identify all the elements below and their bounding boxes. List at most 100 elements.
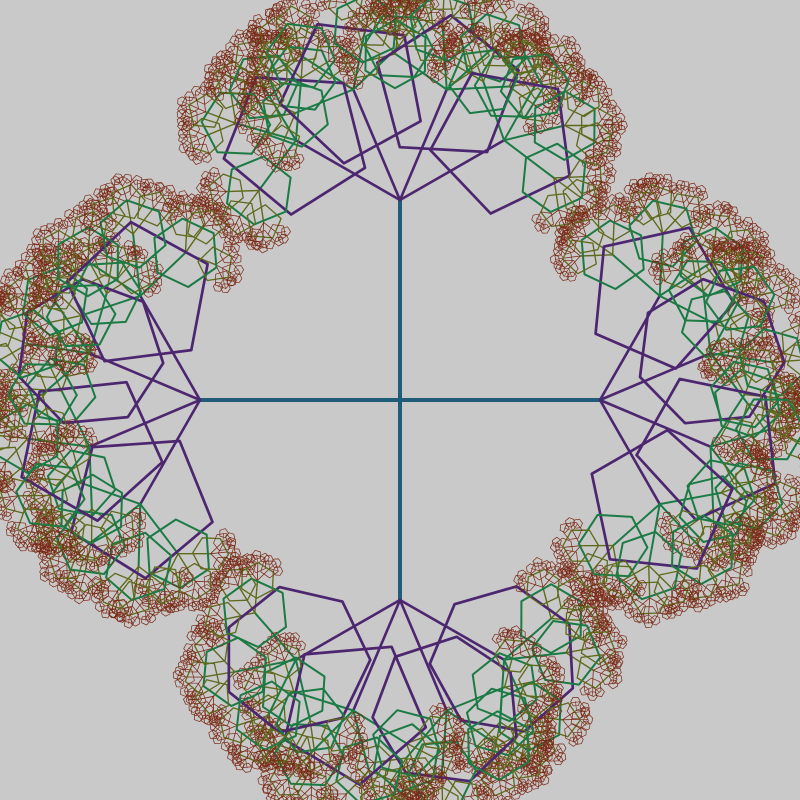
branch-segment (79, 589, 87, 597)
polygon-node (522, 63, 557, 99)
polygon-node (437, 49, 473, 84)
polygon-node (678, 602, 689, 613)
polygon-node (26, 243, 37, 254)
polygon-node (618, 201, 637, 219)
polygon-node (115, 580, 150, 617)
polygon-node (92, 238, 111, 257)
polygon-node (426, 786, 459, 800)
polygon-node (342, 25, 353, 36)
polygon-node (476, 735, 512, 770)
polygon-node (192, 537, 230, 571)
polygon-node (315, 0, 326, 8)
polygon-node (606, 99, 617, 110)
polygon-node (539, 15, 550, 26)
branch-segment (566, 40, 572, 50)
polygon-node (32, 407, 69, 444)
polygon-node (0, 397, 23, 434)
polygon-node (273, 236, 284, 247)
polygon-node (689, 218, 700, 229)
polygon-node (251, 549, 261, 560)
polygon-node (239, 728, 274, 764)
polygon-node (655, 596, 674, 615)
polygon-node (477, 25, 488, 36)
branch-segment (189, 142, 191, 153)
polygon-node (661, 609, 672, 620)
polygon-node (626, 201, 637, 212)
polygon-node (747, 553, 758, 564)
branch-segment (643, 206, 664, 235)
polygon-node (518, 781, 529, 792)
polygon-node (94, 601, 105, 612)
branch-segment (648, 564, 651, 599)
polygon-node (595, 198, 607, 208)
polygon-node (555, 64, 566, 75)
polygon-node (218, 64, 229, 75)
polygon-node (332, 755, 343, 766)
polygon-node (624, 577, 643, 596)
polygon-node (210, 583, 220, 594)
polygon-node (197, 615, 217, 635)
polygon-node (795, 397, 800, 408)
polygon-node (338, 65, 349, 76)
polygon-node (32, 478, 69, 513)
polygon-node (530, 702, 542, 713)
polygon-node (656, 518, 667, 528)
polygon-node (449, 0, 484, 21)
polygon-node (126, 542, 137, 552)
polygon-node (176, 116, 187, 126)
polygon-node (543, 696, 554, 707)
polygon-node (70, 550, 81, 561)
polygon-node (242, 553, 252, 564)
polygon-node (254, 53, 289, 89)
polygon-node (598, 103, 618, 122)
polygon-node (24, 344, 35, 355)
polygon-node (31, 430, 50, 449)
polygon-node (553, 755, 564, 766)
polygon-node (547, 719, 557, 730)
branch-segment (398, 598, 449, 712)
polygon-node (510, 32, 528, 51)
polygon-node (501, 39, 539, 75)
polygon-node (514, 46, 525, 57)
branch-segment (771, 518, 774, 537)
branch-segment (267, 658, 297, 717)
polygon-node (216, 704, 227, 714)
polygon-node (233, 679, 243, 690)
polygon-node (85, 560, 96, 572)
polygon-node (717, 557, 727, 568)
polygon-node (749, 547, 760, 558)
polygon-node (201, 597, 212, 608)
polygon-node (252, 49, 263, 59)
polygon-node (761, 537, 772, 547)
polygon-node (778, 440, 789, 452)
branch-segment (328, 60, 347, 65)
polygon-node (712, 588, 722, 599)
polygon-node (718, 237, 729, 248)
polygon-node (638, 183, 673, 220)
polygon-node (231, 754, 242, 764)
polygon-node (94, 544, 113, 563)
polygon-node (181, 121, 193, 131)
polygon-node (735, 398, 800, 461)
polygon-node (590, 584, 601, 594)
polygon-node (250, 50, 270, 69)
polygon-node (772, 422, 792, 440)
polygon-node (730, 517, 751, 535)
branch-segment (139, 503, 180, 555)
polygon-node (188, 702, 198, 713)
polygon-node (253, 146, 264, 156)
branch-segment (0, 303, 4, 306)
branch-segment (712, 508, 716, 543)
branch-segment (246, 118, 265, 123)
polygon-node (739, 348, 775, 384)
polygon-node (115, 612, 126, 622)
polygon-node (468, 26, 488, 45)
polygon-node (475, 0, 493, 10)
polygon-node (429, 795, 439, 800)
polygon-node (563, 228, 574, 239)
polygon-node (605, 151, 616, 162)
polygon-node (543, 751, 553, 762)
polygon-node (650, 260, 661, 271)
polygon-node (696, 185, 707, 196)
polygon-node (769, 511, 779, 521)
